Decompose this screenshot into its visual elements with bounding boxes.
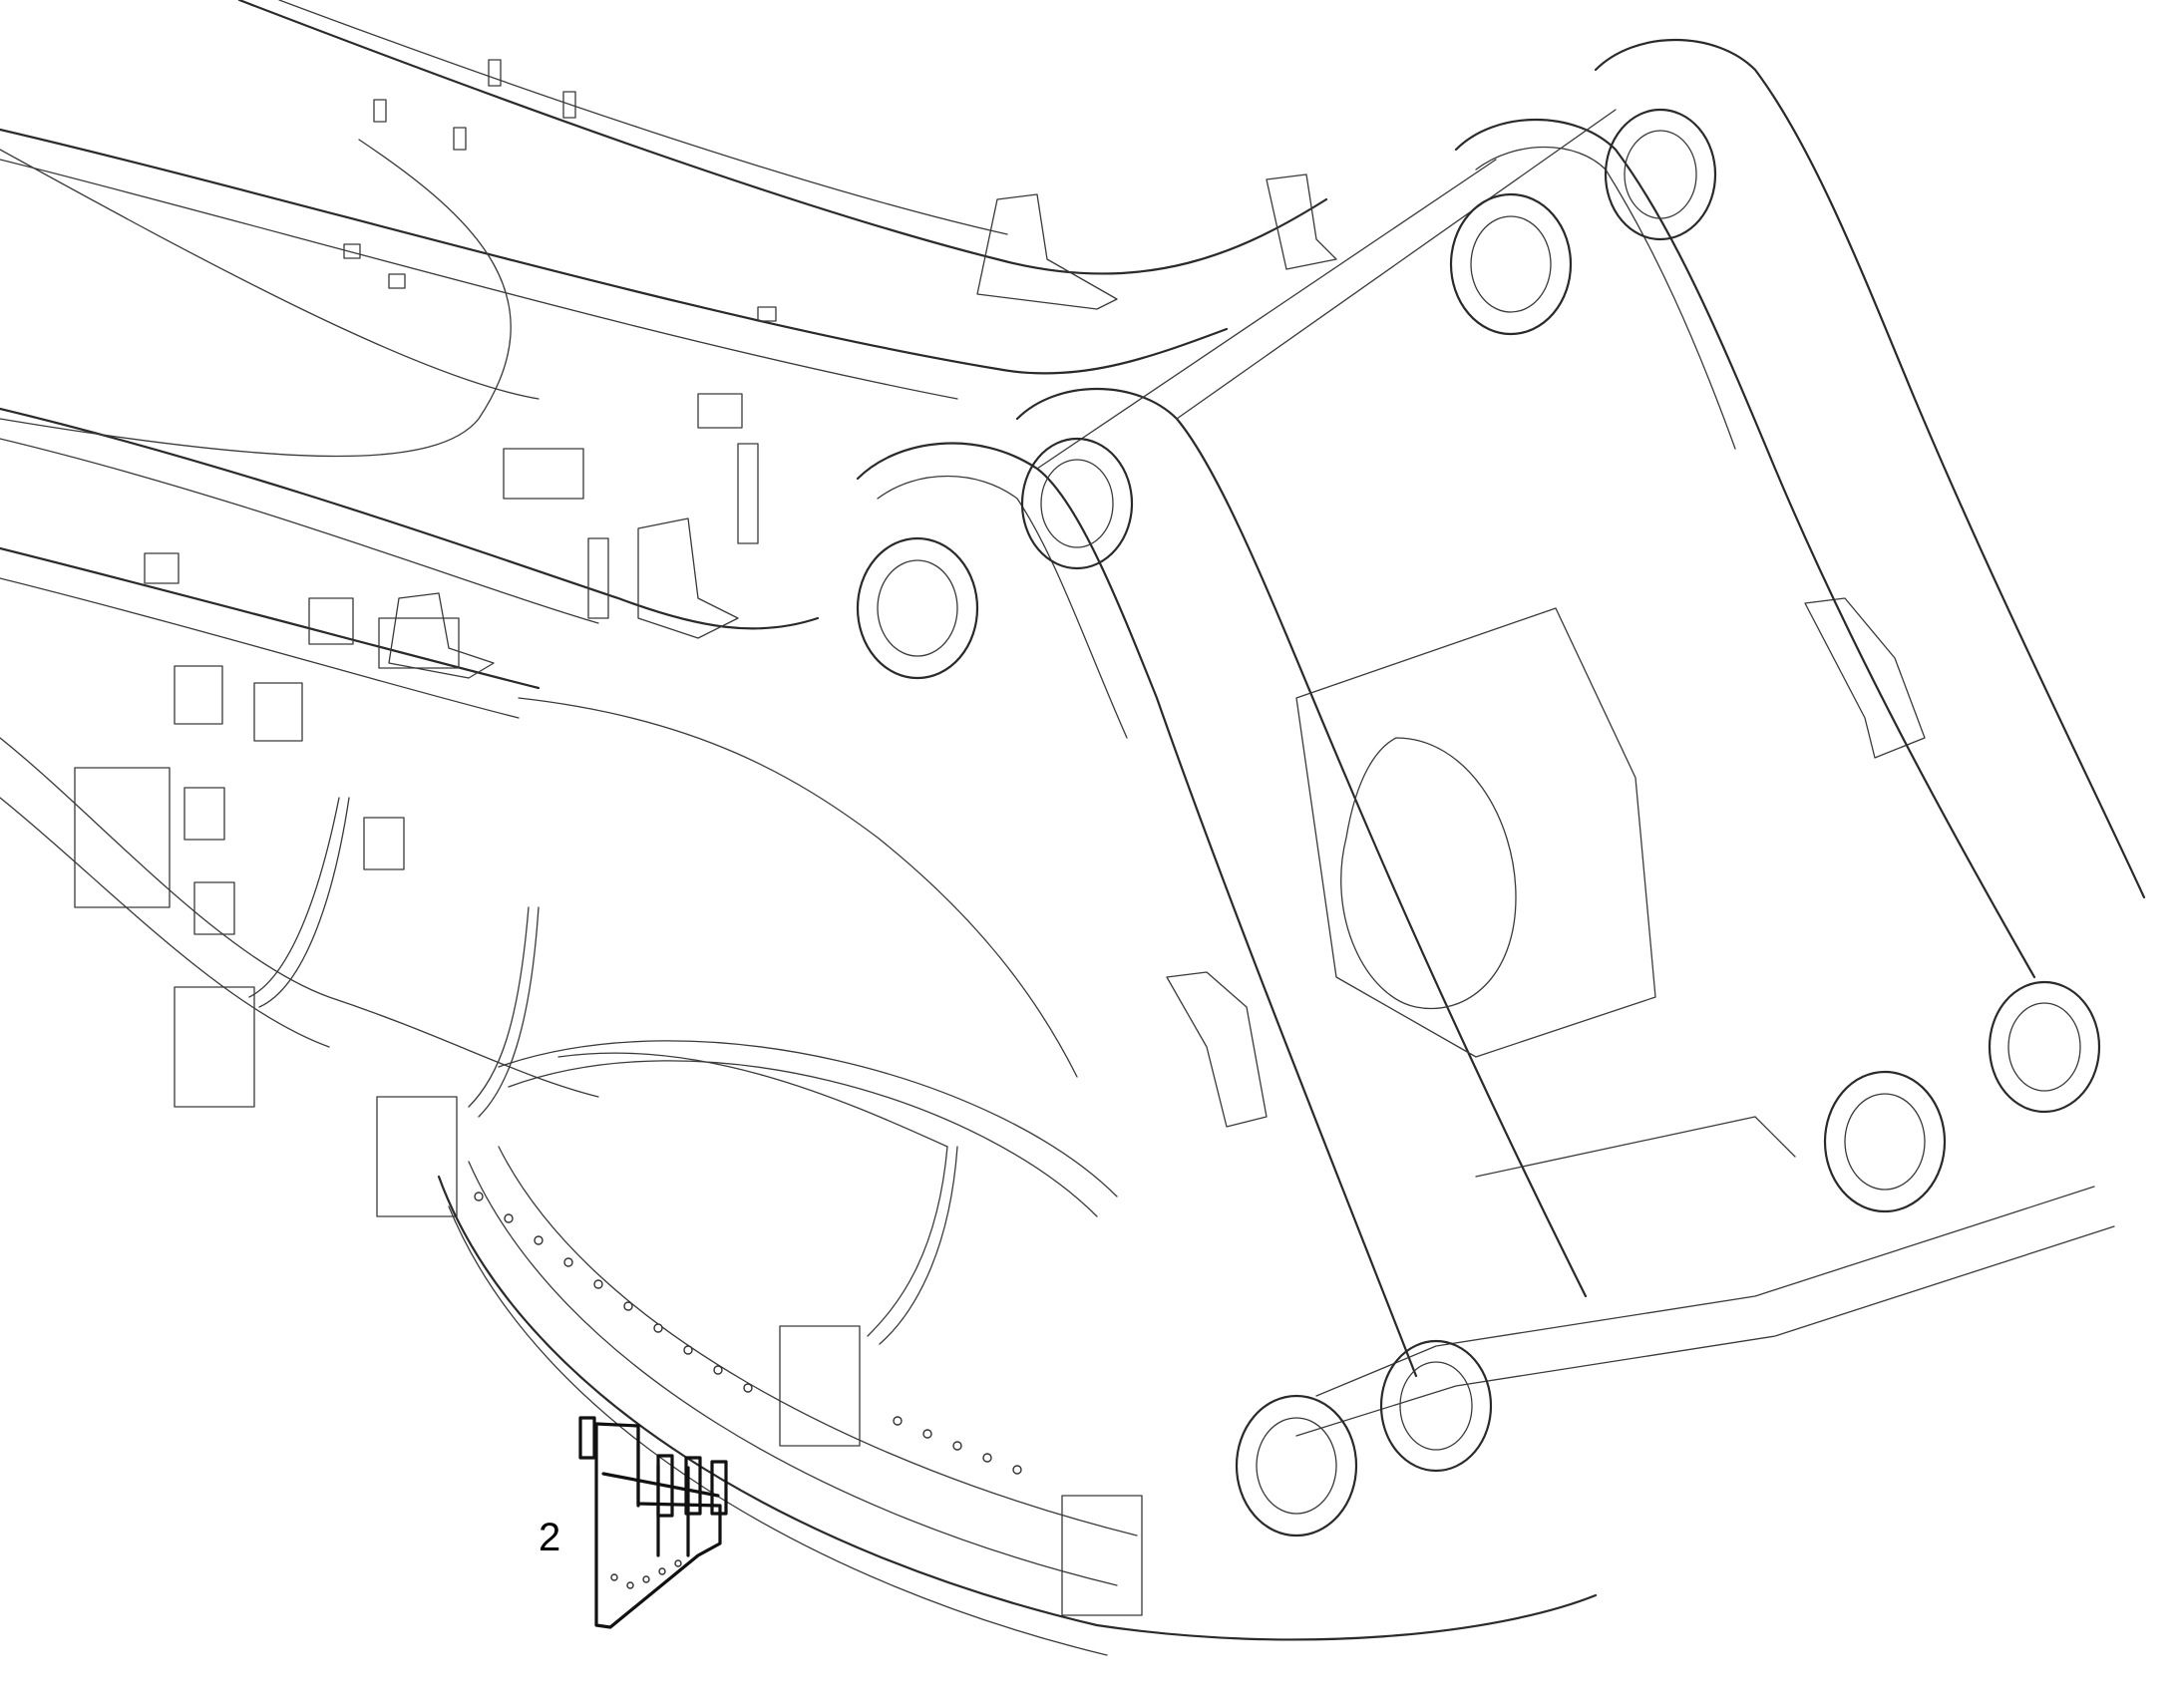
pin-bosses (856, 108, 2101, 1537)
main-gantry (518, 38, 2146, 1437)
turntable-ring (437, 1040, 1598, 1656)
bolt-holes (474, 1192, 1022, 1475)
side-frame (0, 737, 1143, 1616)
part-2-bracket (578, 1416, 728, 1629)
mounting-blocks (74, 59, 777, 935)
brackets (388, 173, 1926, 1128)
boom-rails (0, 0, 1328, 719)
callout-2-label: 2 (539, 1516, 561, 1559)
